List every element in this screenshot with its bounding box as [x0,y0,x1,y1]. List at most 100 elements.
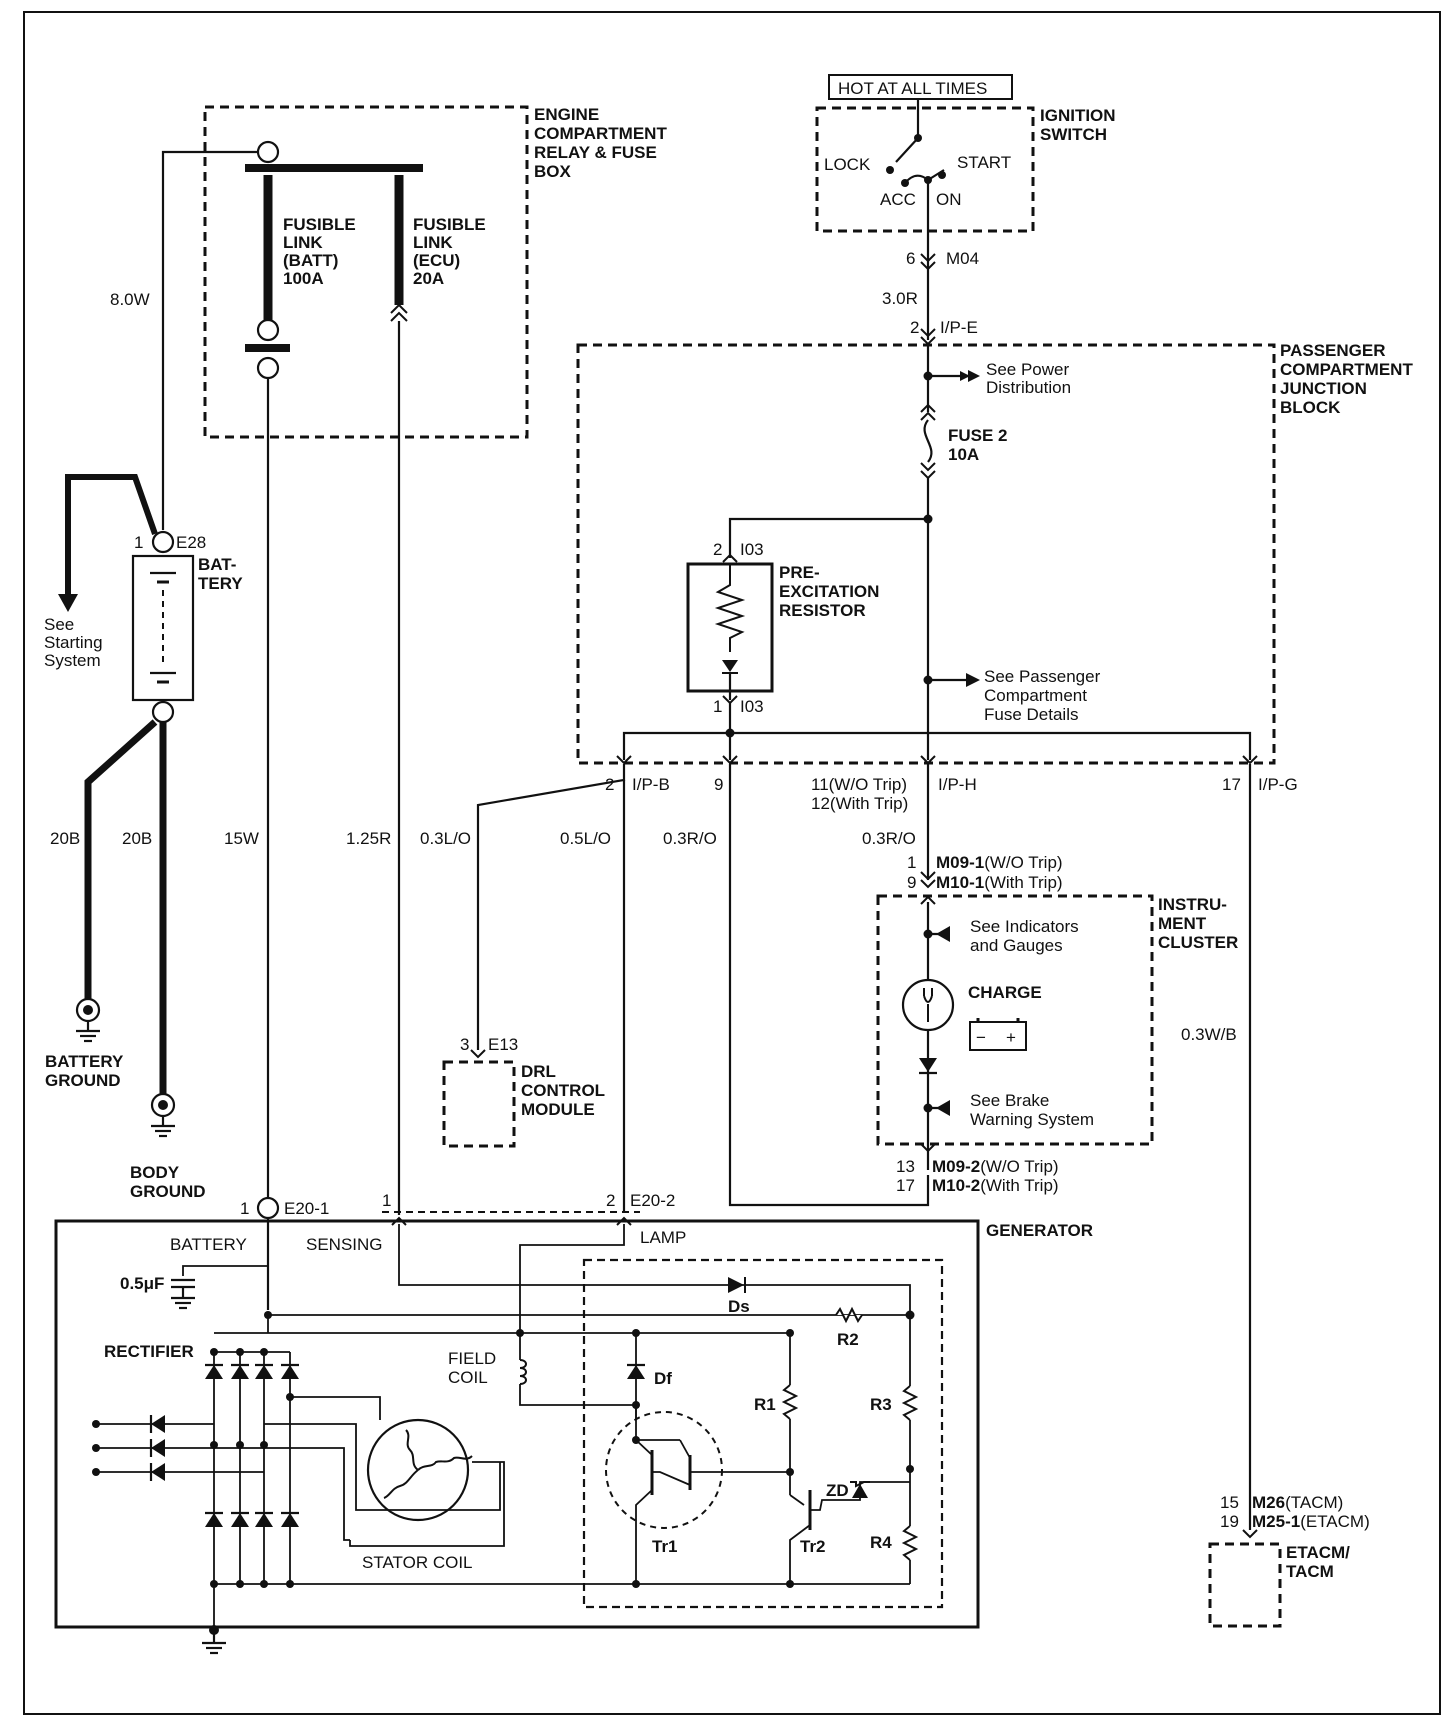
page-frame [23,11,1441,1715]
diagram-label: CLUSTER [1158,933,1238,952]
diagram-label: SENSING [306,1235,383,1254]
diagram-label: FUSIBLE [413,215,486,234]
diagram-label: COMPARTMENT [1280,360,1413,379]
diagram-label: ZD [826,1481,849,1500]
diagram-label: JUNCTION [1280,379,1367,398]
diagram-label: 0.3R/O [663,829,717,848]
diagram-label: M10-1(With Trip) [936,873,1063,892]
diagram-label: EXCITATION [779,582,879,601]
diagram-label: DRL [521,1062,556,1081]
diagram-label: LAMP [640,1228,686,1247]
diagram-label: ACC [880,190,916,209]
diagram-label: I03 [740,540,764,559]
diagram-label: LOCK [824,155,871,174]
diagram-label: BLOCK [1280,398,1341,417]
diagram-label: 6 [906,249,915,268]
diagram-label: RELAY & FUSE [534,143,657,162]
diagram-label: E13 [488,1035,518,1054]
diagram-label: TACM [1286,1562,1334,1581]
diagram-label: I03 [740,697,764,716]
diagram-label: 11(W/O Trip) [811,775,907,794]
diagram-label: 10A [948,445,979,464]
diagram-label: M09-1(W/O Trip) [936,853,1063,872]
diagram-label: − [976,1028,986,1047]
diagram-label: ENGINE [534,105,599,124]
diagram-label: 8.0W [110,290,150,309]
diagram-label: (ECU) [413,251,460,270]
diagram-label: BOX [534,162,572,181]
diagram-label: 15W [224,829,259,848]
diagram-label: + [1006,1028,1016,1047]
diagram-label: 1 [713,697,722,716]
diagram-label: LINK [413,233,453,252]
diagram-label: ETACM/ [1286,1543,1350,1562]
diagram-label: 1.25R [346,829,391,848]
diagram-label: Df [654,1369,672,1388]
diagram-label: 3.0R [882,289,918,308]
diagram-label: FIELD [448,1349,496,1368]
diagram-label: R3 [870,1395,892,1414]
diagram-label: TERY [198,574,243,593]
diagram-label: 1 [907,853,916,872]
ignition-switch: HOT AT ALL TIMES IGNITION SWITCH LOCK ST… [815,74,1116,345]
diagram-label: I/P-B [632,775,670,794]
diagram-label: INSTRU- [1158,895,1227,914]
diagram-label: See Power [986,360,1069,379]
diagram-label: 19 [1220,1512,1239,1531]
diagram-label: M25-1(ETACM) [1252,1512,1370,1531]
diagram-label: 0.5μF [120,1274,164,1293]
diagram-label: E28 [176,533,206,552]
diagram-label: START [957,153,1011,172]
diagram-label: MENT [1158,914,1207,933]
diagram-label: IGNITION [1040,106,1116,125]
diagram-label: See Indicators [970,917,1079,936]
diagram-label: M04 [946,249,979,268]
diagram-label: FUSIBLE [283,215,356,234]
diagram-label: 12(With Trip) [811,794,908,813]
diagram-label: 20B [50,829,80,848]
diagram-label: 1 [134,533,143,552]
diagram-label: 17 [1222,775,1241,794]
diagram-label: GROUND [130,1182,206,1201]
diagram-label: SWITCH [1040,125,1107,144]
diagram-label: BAT- [198,555,236,574]
diagram-label: LINK [283,233,323,252]
diagram-label: 15 [1220,1493,1239,1512]
diagram-label: BATTERY [170,1235,247,1254]
diagram-label: RECTIFIER [104,1342,194,1361]
diagram-label: 2 [713,540,722,559]
diagram-label: Compartment [984,686,1087,705]
diagram-label: See Brake [970,1091,1049,1110]
diagram-label: COIL [448,1368,488,1387]
diagram-label: 2 [606,1191,615,1210]
etacm-module: ETACM/ TACM [1208,1542,1350,1628]
diagram-label: (BATT) [283,251,338,270]
diagram-label: Ds [728,1297,750,1316]
diagram-label: FUSE 2 [948,426,1008,445]
diagram-label: CONTROL [521,1081,605,1100]
passenger-junction-block: PASSENGER COMPARTMENT JUNCTION BLOCK See… [576,341,1413,765]
diagram-label: Tr1 [652,1537,678,1556]
diagram-label: 13 [896,1157,915,1176]
diagram-label: 20B [122,829,152,848]
diagram-label: COMPARTMENT [534,124,667,143]
engine-compartment-box: ENGINE COMPARTMENT RELAY & FUSE BOX FUSI… [203,105,667,439]
drl-control-module: 3 E13 DRL CONTROL MODULE [442,1035,605,1148]
diagram-label: 3 [460,1035,469,1054]
diagram-label: R4 [870,1533,892,1552]
diagram-label: 9 [907,873,916,892]
diagram-label: M09-2(W/O Trip) [932,1157,1059,1176]
diagram-label: M10-2(With Trip) [932,1176,1059,1195]
battery: 8.0W 1 E28 BAT- TERY See Starting System… [44,150,258,1201]
diagram-label: 20A [413,269,444,288]
diagram-label: ON [936,190,962,209]
diagram-label: 0.3W/B [1181,1025,1237,1044]
diagram-label: 2 [605,775,614,794]
diagram-label: I/P-H [938,775,977,794]
diagram-label: HOT AT ALL TIMES [838,79,987,98]
diagram-label: 17 [896,1176,915,1195]
diagram-label: R1 [754,1395,776,1414]
diagram-label: E20-2 [630,1191,675,1210]
diagram-label: MODULE [521,1100,595,1119]
